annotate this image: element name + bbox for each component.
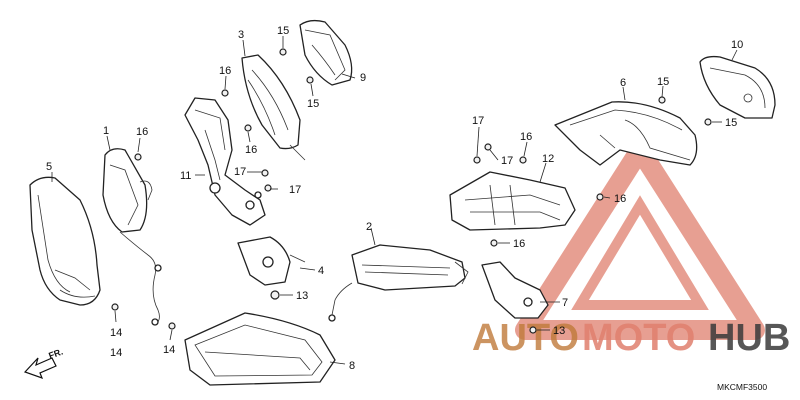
part-12-inner-bracket[interactable] bbox=[449, 171, 576, 231]
callout-14: 14 bbox=[110, 347, 122, 359]
callout-14: 14 bbox=[163, 344, 175, 356]
callout-1: 1 bbox=[103, 125, 109, 137]
fastener-bolts bbox=[111, 48, 712, 334]
watermark-logo bbox=[515, 140, 765, 340]
callout-16: 16 bbox=[219, 65, 231, 77]
front-direction-arrow bbox=[23, 357, 57, 380]
watermark-text-moto: MOTO bbox=[582, 317, 695, 359]
callout-14: 14 bbox=[110, 327, 122, 339]
callout-13: 13 bbox=[296, 290, 308, 302]
part-8-lower-cover[interactable] bbox=[184, 312, 336, 386]
callout-2: 2 bbox=[366, 221, 372, 233]
callout-16: 16 bbox=[614, 193, 626, 205]
diagram-code: MKCMF3500 bbox=[717, 382, 767, 392]
part-6-cowl[interactable] bbox=[554, 101, 698, 166]
callout-15: 15 bbox=[657, 76, 669, 88]
part-5-mirror-housing[interactable] bbox=[29, 176, 101, 306]
part-3-mirror-frame[interactable] bbox=[241, 54, 306, 161]
callout-15: 15 bbox=[307, 98, 319, 110]
callout-12: 12 bbox=[542, 153, 554, 165]
callout-3: 3 bbox=[238, 29, 244, 41]
callout-15: 15 bbox=[725, 117, 737, 129]
callout-17: 17 bbox=[234, 166, 246, 178]
watermark-text-auto: AUTO bbox=[472, 317, 579, 359]
callout-5: 5 bbox=[46, 161, 52, 173]
callout-17: 17 bbox=[472, 115, 484, 127]
part-10-mirror-glass[interactable] bbox=[699, 55, 776, 119]
callout-9: 9 bbox=[360, 72, 366, 84]
part-1-mirror-unit[interactable] bbox=[102, 148, 162, 326]
callout-10: 10 bbox=[731, 39, 743, 51]
callout-13: 13 bbox=[553, 325, 565, 337]
callout-6: 6 bbox=[620, 77, 626, 89]
leader-lines bbox=[51, 36, 738, 365]
callout-7: 7 bbox=[562, 297, 568, 309]
callout-17: 17 bbox=[289, 184, 301, 196]
part-7-small-bracket[interactable] bbox=[481, 261, 549, 319]
callout-16: 16 bbox=[136, 126, 148, 138]
callout-11: 11 bbox=[180, 170, 191, 182]
part-9-mirror-cover[interactable] bbox=[299, 19, 353, 86]
part-4-cover[interactable] bbox=[237, 236, 306, 300]
callout-16: 16 bbox=[513, 238, 525, 250]
callout-17: 17 bbox=[501, 155, 513, 167]
watermark-text-hub: HUB bbox=[708, 317, 790, 359]
callout-16: 16 bbox=[245, 144, 257, 156]
part-11-bracket[interactable] bbox=[184, 97, 266, 226]
part-2-turn-signal[interactable] bbox=[328, 244, 469, 322]
callout-15: 15 bbox=[277, 25, 289, 37]
callout-4: 4 bbox=[318, 265, 324, 277]
callout-8: 8 bbox=[349, 360, 355, 372]
front-direction-label: FR. bbox=[47, 347, 64, 361]
callout-16: 16 bbox=[520, 131, 532, 143]
